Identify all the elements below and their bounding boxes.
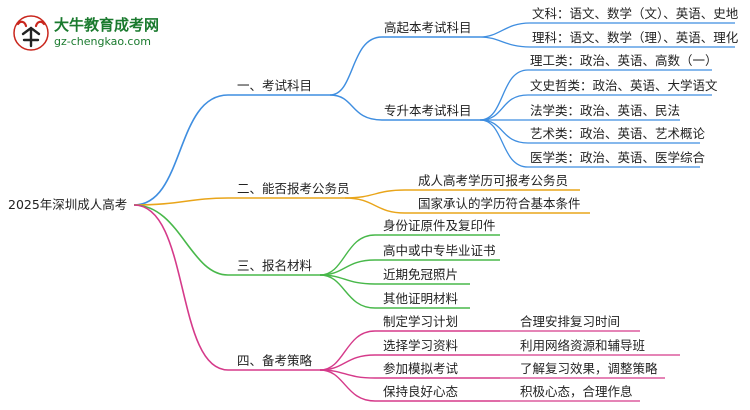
leaf-strategy-mindset-detail: 积极心态，合理作息 [520, 384, 633, 399]
connector-b2-2 [344, 197, 590, 214]
leaf-material-diploma: 高中或中专毕业证书 [383, 243, 496, 258]
leaf-strategy-mindset: 保持良好心态 [383, 384, 459, 399]
leaf-strategy-mock-detail: 了解复习效果，调整策略 [520, 361, 658, 376]
connector-b3-1 [319, 234, 500, 276]
leaf-zsb-ligong: 理工类：政治、英语、高数（一） [530, 53, 718, 68]
branch-prep-strategy: 四、备考策略 [237, 353, 313, 368]
logo-title: 大牛教育成考网 [54, 16, 160, 34]
connector-b4-2 [319, 354, 500, 371]
leaf-strategy-materials-detail: 利用网络资源和辅导班 [520, 338, 646, 353]
connector-zsb-5 [479, 119, 700, 168]
leaf-strategy-plan: 制定学习计划 [383, 314, 459, 329]
leaf-strategy-materials: 选择学习资料 [383, 338, 459, 353]
connector-b1-zhuanshengben [329, 94, 480, 121]
node-gaoqiben-subjects: 高起本考试科目 [384, 20, 472, 35]
connector-gqb-like [479, 36, 735, 48]
branch-civil-servant: 二、能否报考公务员 [237, 181, 350, 196]
branch-exam-subjects: 一、考试科目 [237, 78, 313, 93]
connector-b1-gaoqiben [329, 36, 480, 96]
connector-b3-4 [319, 274, 470, 309]
connector-root-branch1 [133, 94, 330, 206]
leaf-zsb-wenshizhe: 文史哲类：政治、英语、大学语文 [530, 78, 718, 93]
leaf-zsb-yixue: 医学类：政治、英语、医学综合 [530, 150, 706, 165]
leaf-material-other: 其他证明材料 [383, 291, 459, 306]
node-zhuanshengben-subjects: 专升本考试科目 [384, 103, 472, 118]
root-node: 2025年深圳成人高考 [8, 197, 128, 212]
connector-root-branch3 [133, 204, 320, 276]
connector-gqb-wenke [479, 22, 735, 38]
logo-url[interactable]: gz-chengkao.com [54, 35, 151, 48]
connector-b3-2 [319, 259, 500, 276]
leaf-zsb-faxue: 法学类：政治、英语、民法 [530, 103, 681, 118]
leaf-gqb-like: 理科：语文、数学（理）、英语、理化 [532, 30, 739, 45]
site-logo: 大牛教育成考网 gz-chengkao.com [12, 14, 162, 54]
leaf-strategy-plan-detail: 合理安排复习时间 [520, 314, 621, 329]
leaf-gqb-wenke: 文科：语文、数学（文）、英语、史地 [532, 6, 739, 21]
connector-b2-1 [344, 189, 580, 199]
leaf-material-photo: 近期免冠照片 [383, 267, 459, 282]
branch-application-materials: 三、报名材料 [237, 258, 313, 273]
connector-zsb-1 [479, 69, 712, 121]
leaf-civil-servant-1: 成人高考学历可报考公务员 [418, 173, 569, 188]
connector-root-branch4 [133, 204, 320, 371]
leaf-zsb-yishu: 艺术类：政治、英语、艺术概论 [530, 126, 706, 141]
connector-root-branch2 [133, 197, 345, 206]
connector-b4-1 [319, 330, 500, 371]
connector-b4-4 [319, 369, 500, 402]
connector-zsb-2 [479, 94, 712, 121]
leaf-material-id: 身份证原件及复印件 [383, 218, 496, 233]
leaf-civil-servant-2: 国家承认的学历符合基本条件 [418, 196, 581, 211]
connector-zsb-4 [479, 119, 700, 144]
bull-head-icon [13, 15, 49, 51]
leaf-strategy-mock: 参加模拟考试 [383, 361, 459, 376]
